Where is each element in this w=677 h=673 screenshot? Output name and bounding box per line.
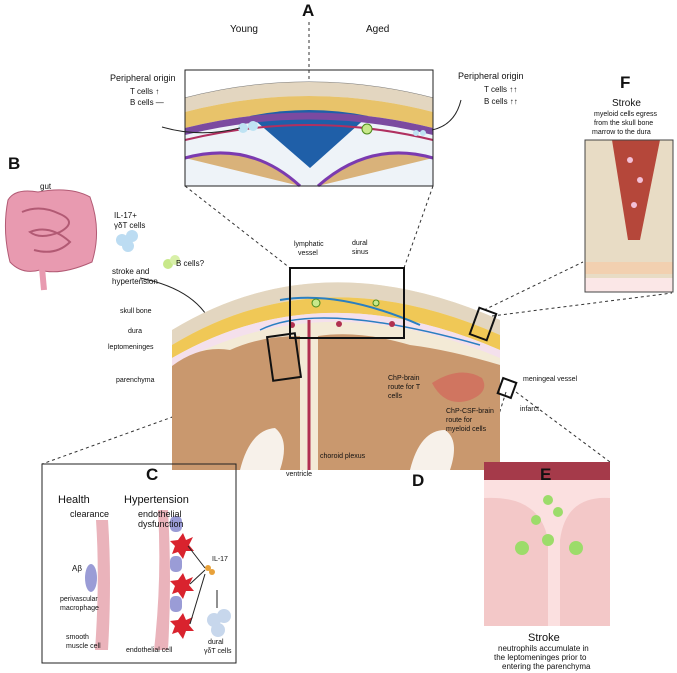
label-route-for-t: route for T	[388, 384, 421, 391]
label-hypertension-c: Hypertension	[124, 494, 189, 506]
label-meningeal-vessel: meningeal vessel	[523, 376, 578, 383]
label-ventricle: ventricle	[286, 471, 313, 478]
label-left-peripheral-origin: Peripheral origin	[110, 73, 176, 83]
zoom-box-e	[496, 376, 518, 400]
panel-letter-f: F	[620, 73, 631, 92]
panel-letter-e: E	[540, 465, 552, 484]
label-aged: Aged	[366, 24, 390, 35]
arrow-right-origin	[431, 99, 462, 131]
label-muscle-cell: muscle cell	[66, 643, 101, 650]
panel-letter-c: C	[146, 465, 159, 484]
label-dural-c: dural	[208, 639, 224, 646]
gut-illustration	[4, 189, 98, 291]
label-left-t-cells: T cells ↑	[130, 87, 160, 96]
label-macrophage: macrophage	[60, 605, 99, 612]
label-choroid-plexus: choroid plexus	[320, 453, 366, 460]
label-cells: cells	[388, 393, 403, 400]
label-chp-brain: ChP-brain	[388, 375, 420, 382]
label-hypertension: hypertension	[112, 277, 158, 286]
panel-letter-b: B	[8, 154, 21, 173]
panel-f-caption-1: myeloid cells egress	[594, 111, 658, 118]
label-chp-csf-brain: ChP-CSF-brain	[446, 408, 494, 415]
label-skull-bone: skull bone	[120, 308, 152, 315]
main-brain-illustration	[172, 282, 500, 470]
label-route-for: route for	[446, 417, 473, 424]
label-b-cells-question: B cells?	[176, 259, 205, 268]
label-perivascular: perivascular	[60, 596, 98, 603]
label-abeta: Aβ	[72, 564, 82, 573]
panel-letter-d: D	[412, 471, 425, 490]
label-health: Health	[58, 494, 90, 506]
label-il17-c: IL-17	[212, 556, 228, 563]
label-stroke-and: stroke and	[112, 267, 150, 276]
panel-e-caption-3: entering the parenchyma	[502, 662, 591, 671]
panel-f-caption-3: marrow to the dura	[592, 129, 651, 136]
panel-a-meninges-illustration	[184, 81, 434, 188]
panel-e-title: Stroke	[528, 632, 560, 644]
label-myeloid-cells: myeloid cells	[446, 426, 487, 433]
arrow-left-origin	[161, 126, 241, 134]
label-young: Young	[230, 24, 258, 35]
panel-f-title: Stroke	[612, 98, 641, 109]
label-parenchyma: parenchyma	[116, 377, 155, 384]
label-dural-gd-t-cells: γδT cells	[204, 648, 232, 655]
label-il17: IL-17+	[114, 211, 137, 220]
label-lymphatic: lymphatic	[294, 241, 324, 248]
panel-c-frame	[41, 463, 237, 664]
panel-a-frame	[184, 69, 434, 187]
label-gut: gut	[40, 182, 52, 191]
panel-e-leptomeninges	[484, 462, 610, 626]
label-left-b-cells: B cells —	[130, 98, 164, 107]
b-cells-icon	[163, 255, 180, 269]
label-right-b-cells: B cells ↑↑	[484, 97, 518, 106]
panel-c-vessels	[85, 510, 231, 650]
label-right-peripheral-origin: Peripheral origin	[458, 71, 524, 81]
label-infarct: infarct	[520, 406, 540, 413]
label-clearance: clearance	[70, 509, 110, 519]
panel-f-frame	[584, 139, 674, 293]
label-vessel: vessel	[298, 250, 318, 257]
panel-f-caption-2: from the skull bone	[594, 120, 654, 127]
panel-f-bone-marrow	[585, 140, 673, 292]
panel-e-caption-1: neutrophils accumulate in	[498, 644, 589, 653]
zoom-box-c	[265, 332, 303, 382]
il17-cells	[116, 230, 138, 252]
panel-letter-a: A	[302, 1, 315, 20]
label-endothelial: endothelial	[138, 509, 182, 519]
label-dura: dura	[128, 328, 143, 335]
label-leptomeninges: leptomeninges	[108, 344, 154, 351]
label-right-t-cells: T cells ↑↑	[484, 85, 518, 94]
label-dural: dural	[352, 240, 368, 247]
label-gamma-delta-t-cells: γδT cells	[114, 221, 146, 230]
label-dysfunction: dysfunction	[138, 519, 184, 529]
label-endothelial-cell: endothelial cell	[126, 647, 173, 654]
panel-e-caption-2: the leptomeninges prior to	[494, 653, 587, 662]
zoom-box-a	[289, 267, 405, 339]
label-sinus: sinus	[352, 249, 369, 256]
zoom-box-f	[468, 306, 498, 342]
label-smooth: smooth	[66, 634, 89, 641]
